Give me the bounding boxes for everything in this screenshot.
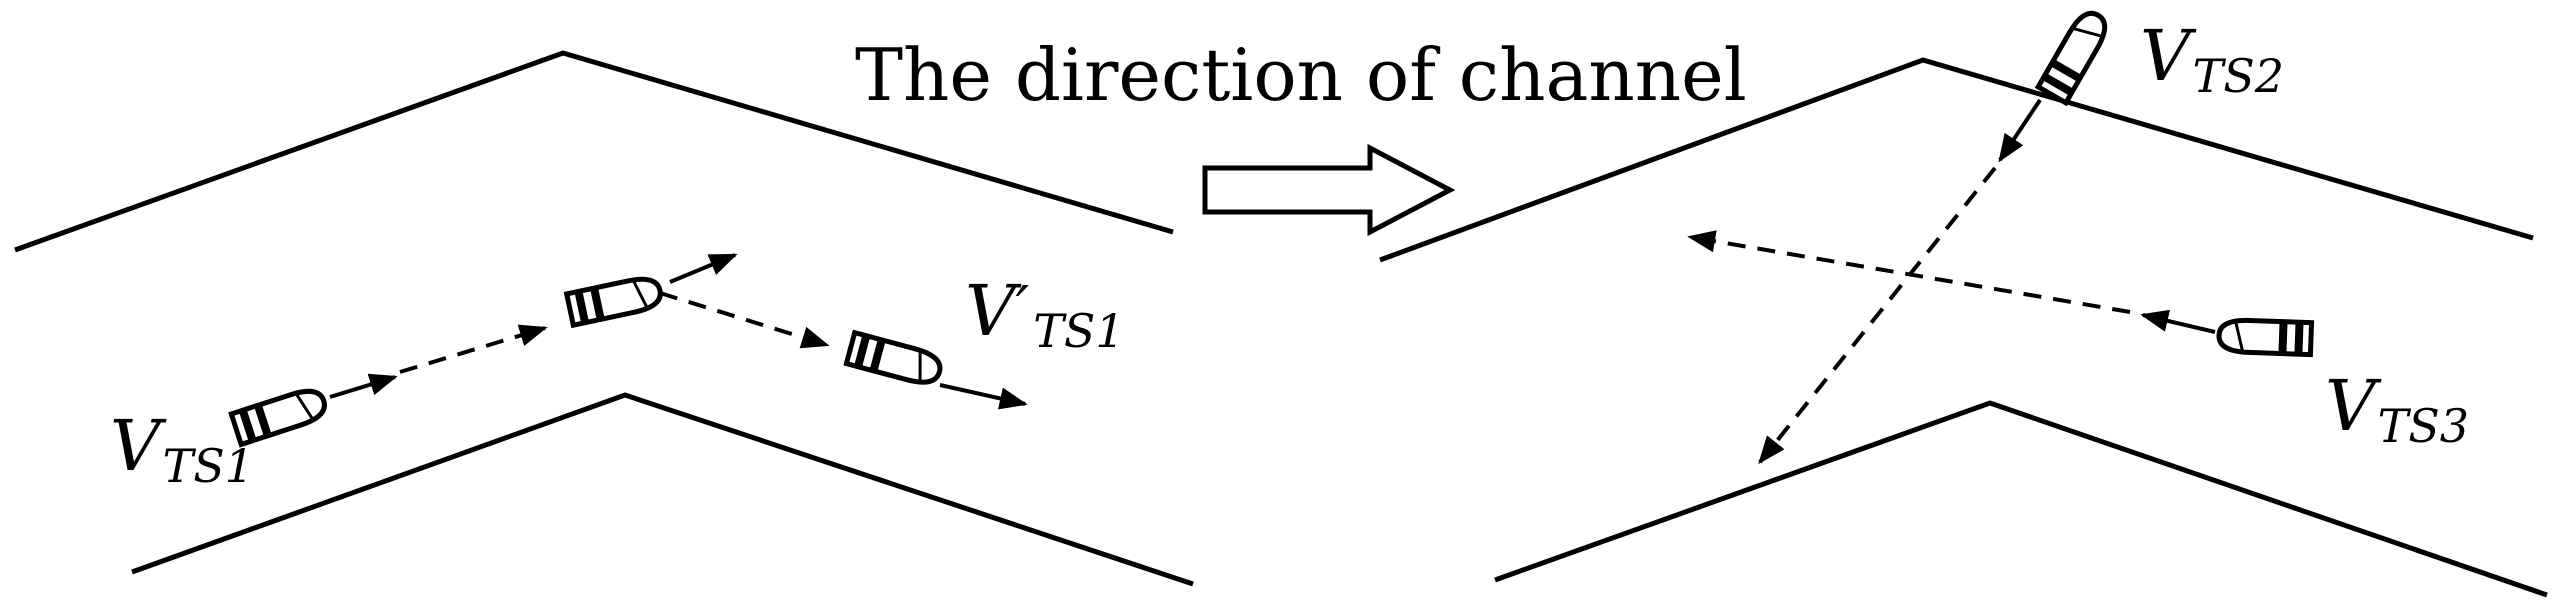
channel-bank-upper-right [1379,57,2534,263]
ts3-velocity-arrow [2140,309,2216,334]
label-v-prime-ts1: V′TS1 [965,270,1125,358]
label-v-ts1: VTS1 [110,405,254,493]
ship-icon [2218,319,2311,354]
ts2-dashed-path [1758,166,1997,465]
ts2-velocity-arrow [1998,98,2042,163]
ship-icon [567,275,664,325]
ts1-velocity-arrow-end [939,383,1028,410]
ts1-dashed-path-2 [659,291,830,349]
label-v-ts2: VTS2 [2140,15,2284,103]
ts1-velocity-arrow-mid [669,253,738,284]
ts1-dashed-path-1 [399,324,548,374]
channel-bank-upper-left [14,50,1174,253]
ship-icon [231,386,328,445]
label-v-ts3: VTS3 [2325,365,2469,453]
direction-arrow-icon [1202,143,1456,237]
ship-icon [846,333,943,388]
channel-bank-lower-right [1494,400,2548,598]
ts1-velocity-arrow-start [329,373,398,399]
channel-bank-lower-left [131,392,1194,587]
diagram-title: The direction of channel [855,33,1747,117]
ts3-dashed-path [1687,230,2131,314]
ship-icon [2038,7,2112,103]
